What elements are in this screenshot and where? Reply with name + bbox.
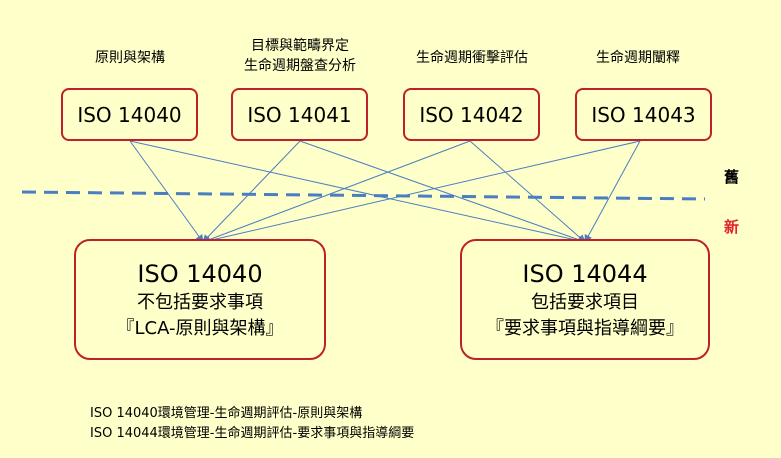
top-label-14041-line1: 目標與範疇界定 — [251, 38, 349, 54]
connector-arrows — [129, 140, 641, 245]
footnote-14040: ISO 14040環境管理-生命週期評估-原則與架構 — [90, 406, 363, 421]
arrow-14043-to-14040 — [202, 140, 641, 245]
box-iso-14043: ISO 14043 — [575, 88, 712, 141]
box-iso-14044: ISO 14044 包括要求項目 『要求事項與指導綱要』 — [460, 239, 710, 360]
top-label-14041: 目標與範疇界定 生命週期盤查分析 — [218, 36, 382, 76]
box-iso-14043-label: ISO 14043 — [591, 102, 696, 127]
box-iso-14040-new-subtitle: 不包括要求事項 — [137, 291, 263, 313]
box-iso-14042: ISO 14042 — [403, 88, 540, 141]
divider-line — [21, 190, 706, 201]
arrow-14041-to-14040 — [202, 140, 301, 243]
top-label-14042: 生命週期衝擊評估 — [392, 48, 552, 68]
top-label-14041-line2: 生命週期盤查分析 — [244, 58, 356, 74]
top-label-14043-line1: 生命週期闡釋 — [596, 50, 680, 66]
box-iso-14041-label: ISO 14041 — [247, 102, 352, 127]
arrow-14041-to-14044 — [299, 140, 586, 244]
box-iso-14044-title: ISO 14044 — [522, 259, 648, 288]
top-label-14043: 生命週期闡釋 — [568, 48, 708, 68]
footnote-14044: ISO 14044環境管理-生命週期評估-要求事項與指導綱要 — [90, 426, 415, 441]
new-label: 新 — [724, 218, 740, 236]
arrow-14042-to-14040 — [202, 140, 471, 244]
box-iso-14041: ISO 14041 — [231, 88, 368, 141]
box-iso-14042-label: ISO 14042 — [419, 102, 524, 127]
box-iso-14044-subtitle: 包括要求項目 — [531, 291, 639, 313]
top-label-14040-line1: 原則與架構 — [95, 50, 165, 66]
box-iso-14040-new: ISO 14040 不包括要求事項 『LCA-原則與架構』 — [74, 239, 326, 360]
box-iso-14044-detail: 『要求事項與指導綱要』 — [486, 317, 684, 339]
box-iso-14040-new-title: ISO 14040 — [137, 259, 263, 288]
arrow-14042-to-14044 — [469, 140, 586, 243]
top-label-14040: 原則與架構 — [60, 48, 200, 68]
top-label-14042-line1: 生命週期衝擊評估 — [416, 50, 528, 66]
arrow-14040-to-14044 — [129, 140, 586, 245]
arrow-14043-to-14044 — [584, 140, 641, 243]
arrow-14040-to-14040 — [129, 140, 204, 243]
box-iso-14040-old-label: ISO 14040 — [77, 102, 182, 127]
box-iso-14040-old: ISO 14040 — [61, 88, 198, 141]
box-iso-14040-new-detail: 『LCA-原則與架構』 — [116, 317, 284, 339]
old-label: 舊 — [724, 168, 740, 186]
